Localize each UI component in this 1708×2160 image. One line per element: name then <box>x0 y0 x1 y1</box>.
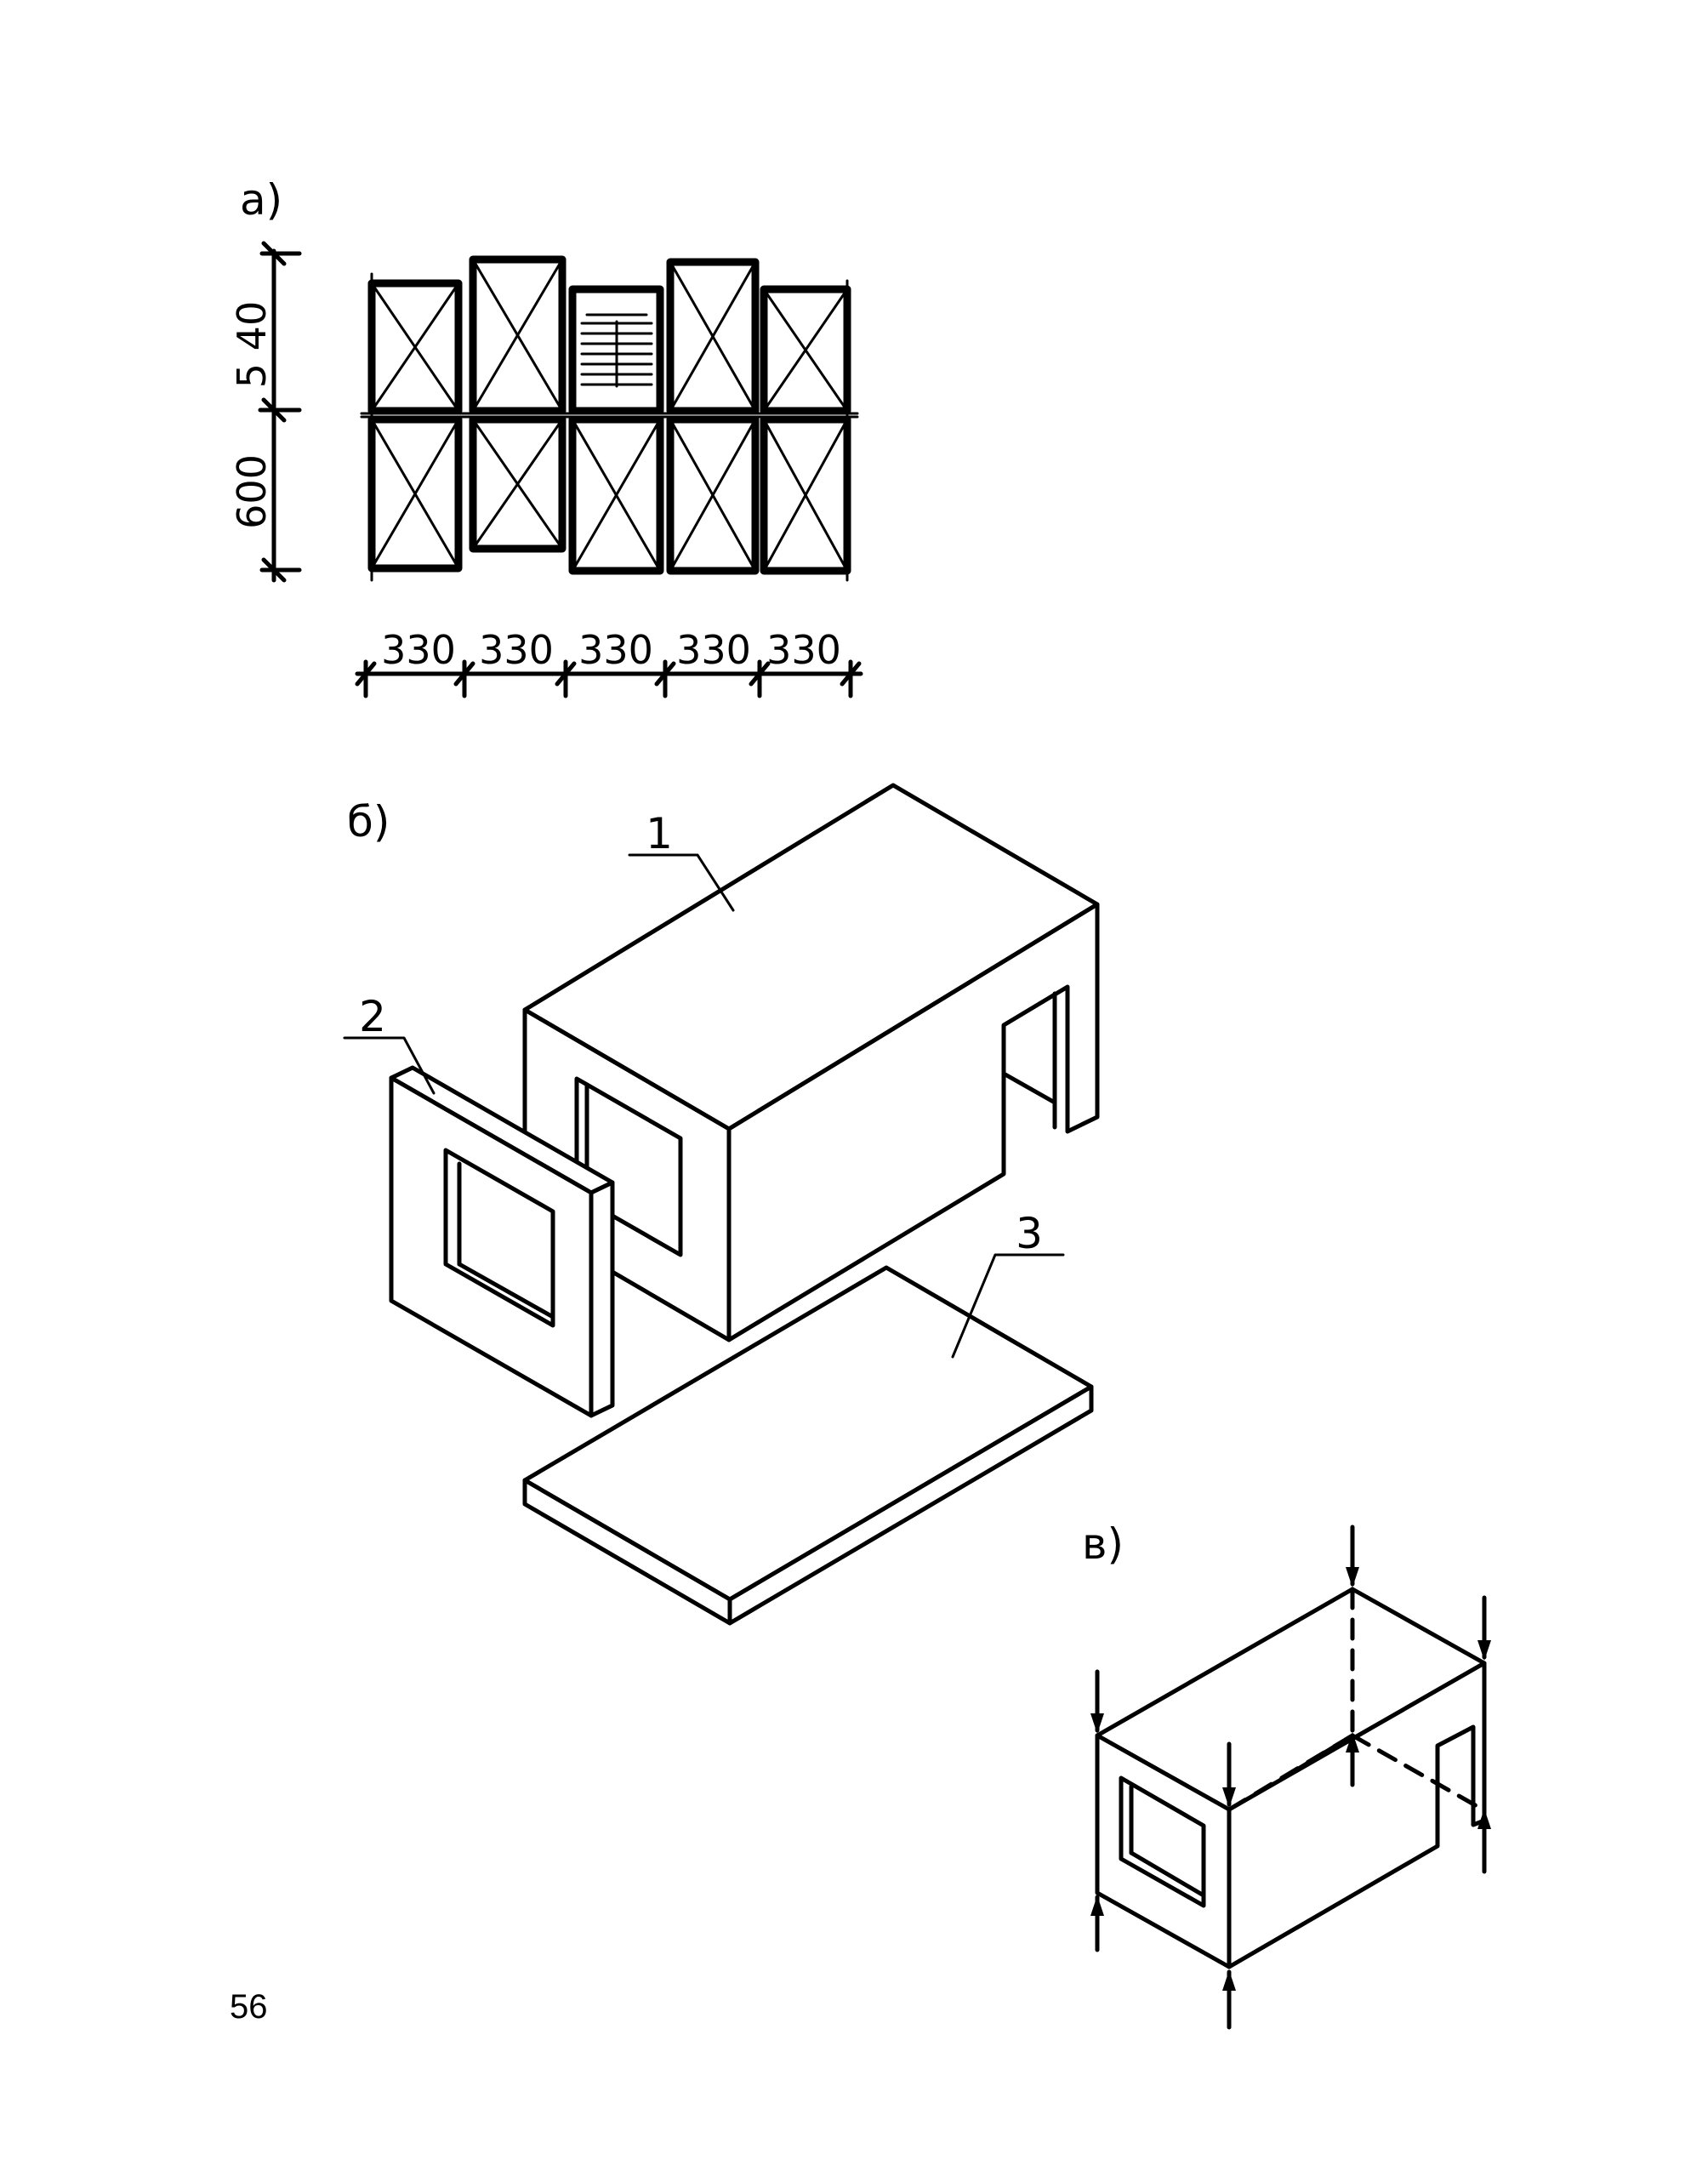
part-a-plan: а) 5 40 600 <box>229 175 863 698</box>
dim-330-4: 330 <box>676 627 751 673</box>
callout-1: 1 <box>628 809 735 912</box>
dim-330-1: 330 <box>381 627 456 673</box>
horizontal-dimension-line <box>355 659 863 698</box>
wall-panel <box>389 1065 615 1418</box>
module-lower-4 <box>666 415 760 575</box>
page-number: 56 <box>230 1988 268 2026</box>
upward-arrows <box>1090 1732 1491 2030</box>
part-c-support-scheme: в) <box>1082 1519 1491 2030</box>
module-upper-5 <box>760 285 851 415</box>
callout-2-text: 2 <box>359 992 386 1041</box>
callout-3-text: 3 <box>1016 1209 1043 1258</box>
callout-2: 2 <box>343 992 436 1095</box>
dim-600: 600 <box>229 454 275 529</box>
floor-slab <box>522 1265 1094 1626</box>
module-upper-4 <box>666 258 760 415</box>
module-lower-1 <box>367 415 463 573</box>
vertical-dimension-line <box>258 241 302 583</box>
dim-330-3: 330 <box>578 627 653 673</box>
part-b-exploded-view: б) 1 2 <box>343 783 1100 1626</box>
module-upper-stair <box>568 285 664 415</box>
callout-1-text: 1 <box>646 809 673 858</box>
dim-330-5: 330 <box>766 627 841 673</box>
module-lower-3 <box>568 415 664 575</box>
part-b-label: б) <box>347 797 390 846</box>
callout-3: 3 <box>951 1209 1065 1359</box>
dim-540: 5 40 <box>229 301 275 388</box>
dim-330-2: 330 <box>479 627 554 673</box>
module-upper-1 <box>367 279 463 415</box>
block-outline <box>1095 1587 1487 1969</box>
downward-arrows <box>1090 1525 1491 1808</box>
part-a-label: а) <box>240 175 282 225</box>
module-lower-2 <box>469 415 566 553</box>
module-upper-2 <box>469 255 566 415</box>
part-c-label: в) <box>1082 1519 1124 1569</box>
module-lower-5 <box>760 415 851 575</box>
